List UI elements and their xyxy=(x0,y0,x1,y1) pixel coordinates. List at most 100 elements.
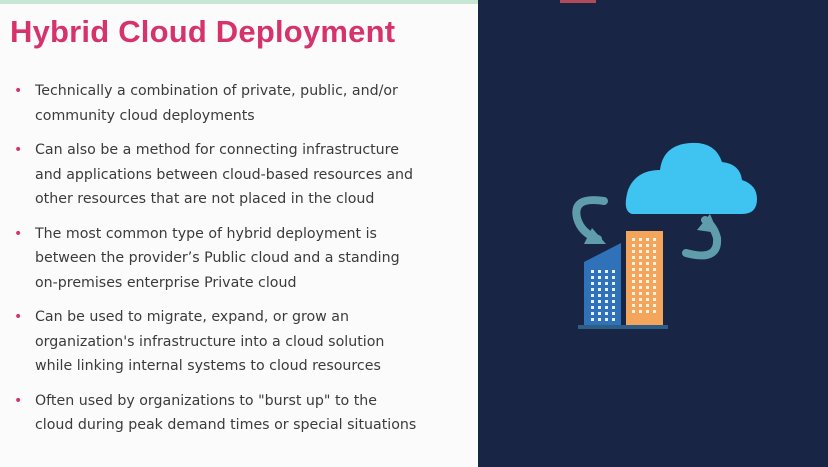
building-window xyxy=(632,310,635,313)
building-window xyxy=(591,270,594,273)
building-window xyxy=(591,294,594,297)
building-window xyxy=(591,318,594,321)
building-window xyxy=(605,318,608,321)
building-window xyxy=(646,268,649,271)
building-window xyxy=(605,300,608,303)
building-window xyxy=(632,244,635,247)
bullet-line: while linking internal systems to cloud … xyxy=(35,358,381,374)
building-window xyxy=(591,300,594,303)
building-window xyxy=(646,298,649,301)
building-window xyxy=(598,294,601,297)
building-window xyxy=(598,276,601,279)
building-window xyxy=(639,262,642,265)
building-window xyxy=(591,306,594,309)
building-window xyxy=(646,262,649,265)
slide-title: Hybrid Cloud Deployment xyxy=(10,14,396,49)
building-window xyxy=(646,292,649,295)
bullet-line: Often used by organizations to "burst up… xyxy=(35,392,378,409)
bullet-marker: • xyxy=(14,309,23,325)
building-window xyxy=(653,292,656,295)
building-window xyxy=(605,312,608,315)
content-panel xyxy=(0,0,478,467)
building-window xyxy=(646,238,649,241)
bullet-line: Can also be a method for connecting infr… xyxy=(35,142,399,158)
building-window xyxy=(632,292,635,295)
building-window xyxy=(598,318,601,321)
bullet-item: • Can also be a method for connecting in… xyxy=(14,138,472,212)
building-window xyxy=(646,304,649,307)
building-window xyxy=(632,304,635,307)
building-window xyxy=(605,306,608,309)
bullet-item: • The most common type of hybrid deploym… xyxy=(14,222,472,296)
building-window xyxy=(653,262,656,265)
sync-arrow-icon xyxy=(682,214,722,260)
building-window xyxy=(612,294,615,297)
building-window xyxy=(653,250,656,253)
building-window xyxy=(598,288,601,291)
building-window xyxy=(605,282,608,285)
building-window xyxy=(605,276,608,279)
bullet-list: • Technically a combination of private, … xyxy=(14,79,472,448)
building-window xyxy=(653,256,656,259)
building-window xyxy=(646,310,649,313)
bullet-item: • Can be used to migrate, expand, or gro… xyxy=(14,305,472,379)
building-window xyxy=(653,274,656,277)
building-window xyxy=(653,280,656,283)
building-window xyxy=(598,270,601,273)
building-window xyxy=(646,274,649,277)
building-window xyxy=(632,238,635,241)
building-window xyxy=(653,298,656,301)
bullet-line: other resources that are not placed in t… xyxy=(35,191,375,207)
building-window xyxy=(639,244,642,247)
top-accent-mark xyxy=(560,0,596,3)
bullet-line: and applications between cloud-based res… xyxy=(35,166,414,183)
building-window xyxy=(612,300,615,303)
building-window xyxy=(653,238,656,241)
bullet-line: The most common type of hybrid deploymen… xyxy=(35,225,377,242)
building-window xyxy=(653,268,656,271)
bullet-line: on-premises enterprise Private cloud xyxy=(35,274,297,291)
building-window xyxy=(653,244,656,247)
bullet-line: community cloud deployments xyxy=(35,107,255,124)
bullet-line: between the provider’s Public cloud and … xyxy=(35,250,400,266)
building-window xyxy=(639,310,642,313)
building-window xyxy=(598,300,601,303)
cloud-icon xyxy=(625,142,757,214)
building-window xyxy=(591,282,594,285)
building-window xyxy=(639,238,642,241)
building-window xyxy=(632,256,635,259)
building-window xyxy=(591,288,594,291)
building-window xyxy=(591,276,594,279)
building-window xyxy=(653,286,656,289)
sync-arrow-icon xyxy=(572,196,608,244)
building-window xyxy=(591,312,594,315)
building-window xyxy=(646,280,649,283)
building-window xyxy=(639,304,642,307)
building-window xyxy=(646,244,649,247)
building-window xyxy=(612,306,615,309)
building-window xyxy=(605,294,608,297)
building-window xyxy=(639,250,642,253)
building-window xyxy=(653,310,656,313)
building-window xyxy=(612,270,615,273)
bullet-line: organization's infrastructure into a clo… xyxy=(35,333,385,350)
building-window xyxy=(632,262,635,265)
building-window xyxy=(646,256,649,259)
building-window xyxy=(632,268,635,271)
building-window xyxy=(639,292,642,295)
bullet-marker: • xyxy=(14,83,23,99)
building-window xyxy=(612,288,615,291)
building-window xyxy=(598,312,601,315)
building-window xyxy=(632,274,635,277)
building-window xyxy=(598,282,601,285)
bullet-marker: • xyxy=(14,142,23,158)
building-window xyxy=(653,304,656,307)
building-window xyxy=(639,268,642,271)
building-window xyxy=(612,282,615,285)
building-window xyxy=(598,306,601,309)
building-window xyxy=(612,318,615,321)
building-window xyxy=(646,286,649,289)
building-window xyxy=(646,250,649,253)
bullet-item: • Technically a combination of private, … xyxy=(14,79,472,128)
